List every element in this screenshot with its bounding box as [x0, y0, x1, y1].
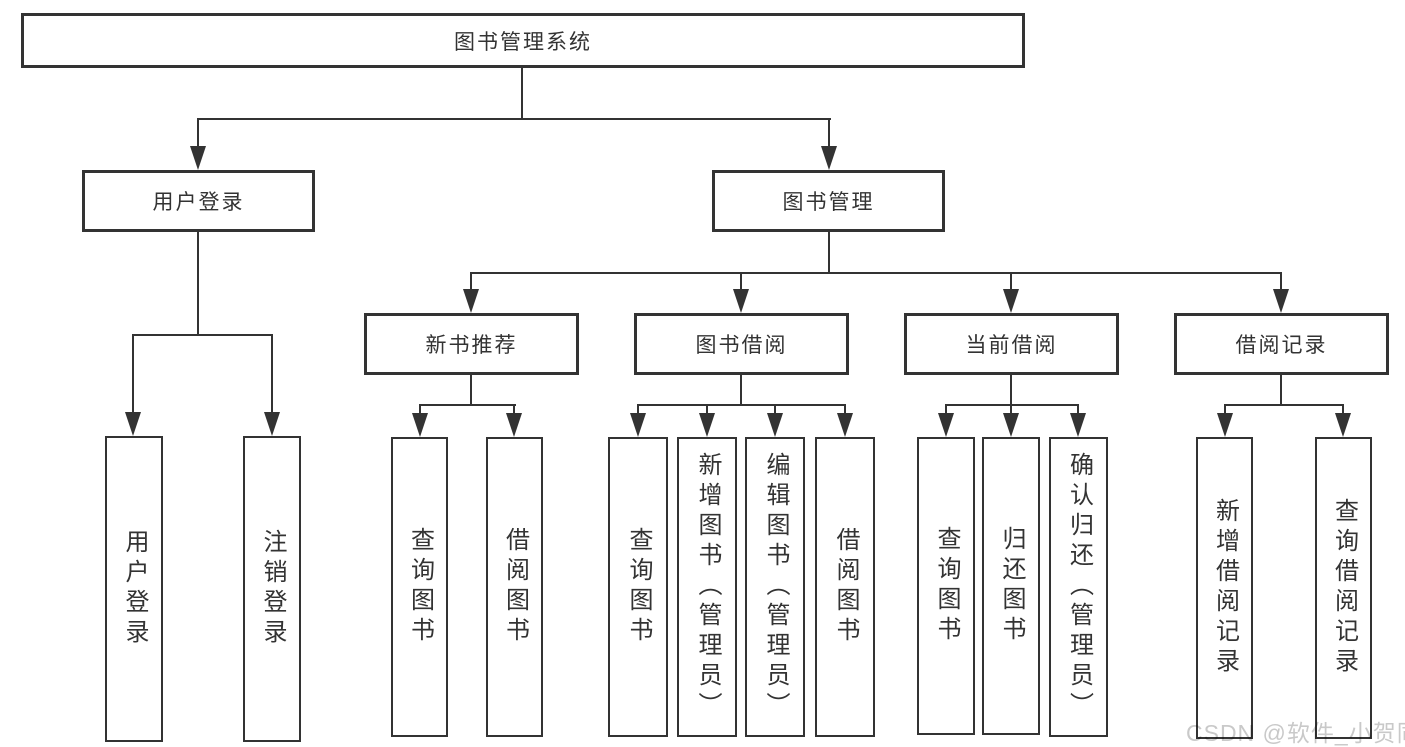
connector-stem-leaf — [1010, 404, 1012, 418]
connector-rail — [637, 404, 846, 406]
csdn-watermark: CSDN @软件_小贺同学 — [1186, 720, 1405, 746]
connector-stem — [470, 375, 472, 406]
leaf-add-books-admin: 新增图书（管理员） — [677, 437, 737, 737]
connector-stem-records — [1280, 272, 1282, 292]
arrow-down-icon — [264, 412, 280, 436]
leaf-confirm-return-admin: 确认归还（管理员） — [1049, 437, 1108, 737]
connector-stem — [1280, 375, 1282, 406]
leaf-edit-books-admin: 编辑图书（管理员） — [745, 437, 805, 737]
arrow-down-icon — [837, 413, 853, 437]
arrow-down-icon — [412, 413, 428, 437]
arrow-down-icon — [630, 413, 646, 437]
connector-stem-leaf — [1342, 404, 1344, 418]
leaf-query-books: 查询图书 — [917, 437, 975, 735]
leaf-borrow-books: 借阅图书 — [815, 437, 875, 737]
connector-stem-leaf — [419, 404, 421, 418]
leaf-user-login: 用户登录 — [105, 436, 163, 742]
connector-rail — [1224, 404, 1344, 406]
connector-stem-current — [1010, 272, 1012, 292]
connector-stem-leaf — [945, 404, 947, 418]
leaf-return-books: 归还图书 — [982, 437, 1040, 735]
arrow-down-icon — [699, 413, 715, 437]
arrow-down-icon — [463, 289, 479, 313]
connector-stem-leaf — [844, 404, 846, 418]
connector-user-login-rail — [132, 334, 273, 336]
connector-stem-borrow — [740, 272, 742, 292]
arrow-down-icon — [1217, 413, 1233, 437]
node-current-borrow: 当前借阅 — [904, 313, 1119, 375]
connector-root-stem — [521, 68, 523, 120]
connector-stem-leaf — [271, 334, 273, 418]
connector-stem-leaf — [706, 404, 708, 418]
connector-stem — [740, 375, 742, 406]
node-user-login: 用户登录 — [82, 170, 315, 232]
arrow-down-icon — [1003, 289, 1019, 313]
connector-rail — [945, 404, 1079, 406]
arrow-down-icon — [938, 413, 954, 437]
connector-stem-leaf — [637, 404, 639, 418]
leaf-logout: 注销登录 — [243, 436, 301, 742]
leaf-query-borrow-record: 查询借阅记录 — [1315, 437, 1372, 739]
connector-stem-leaf — [513, 404, 515, 418]
arrow-down-icon — [733, 289, 749, 313]
leaf-add-borrow-record: 新增借阅记录 — [1196, 437, 1253, 739]
connector-stem-user-login — [197, 118, 199, 150]
arrow-down-icon — [1335, 413, 1351, 437]
arrow-down-icon — [506, 413, 522, 437]
leaf-query-books: 查询图书 — [391, 437, 448, 737]
connector-stem — [1010, 375, 1012, 406]
arrow-down-icon — [767, 413, 783, 437]
arrow-down-icon — [1003, 413, 1019, 437]
node-book-borrow: 图书借阅 — [634, 313, 849, 375]
leaf-borrow-books: 借阅图书 — [486, 437, 543, 737]
node-new-book-recommend: 新书推荐 — [364, 313, 579, 375]
arrow-down-icon — [1273, 289, 1289, 313]
connector-stem-book-mgmt — [828, 118, 830, 150]
arrow-down-icon — [1070, 413, 1086, 437]
arrow-down-icon — [821, 146, 837, 170]
node-book-management: 图书管理 — [712, 170, 945, 232]
connector-stem-leaf — [1077, 404, 1079, 418]
connector-stem-leaf — [1224, 404, 1226, 418]
node-borrow-records: 借阅记录 — [1174, 313, 1389, 375]
connector-root-rail — [197, 118, 831, 120]
connector-user-login-stem — [197, 232, 199, 336]
connector-rail — [419, 404, 516, 406]
connector-book-mgmt-stem — [828, 232, 830, 274]
arrow-down-icon — [190, 146, 206, 170]
connector-stem-leaf — [774, 404, 776, 418]
leaf-query-books: 查询图书 — [608, 437, 668, 737]
arrow-down-icon — [125, 412, 141, 436]
node-root: 图书管理系统 — [21, 13, 1025, 68]
connector-book-mgmt-rail — [470, 272, 1282, 274]
connector-stem-leaf — [132, 334, 134, 418]
connector-stem-new-books — [470, 272, 472, 292]
